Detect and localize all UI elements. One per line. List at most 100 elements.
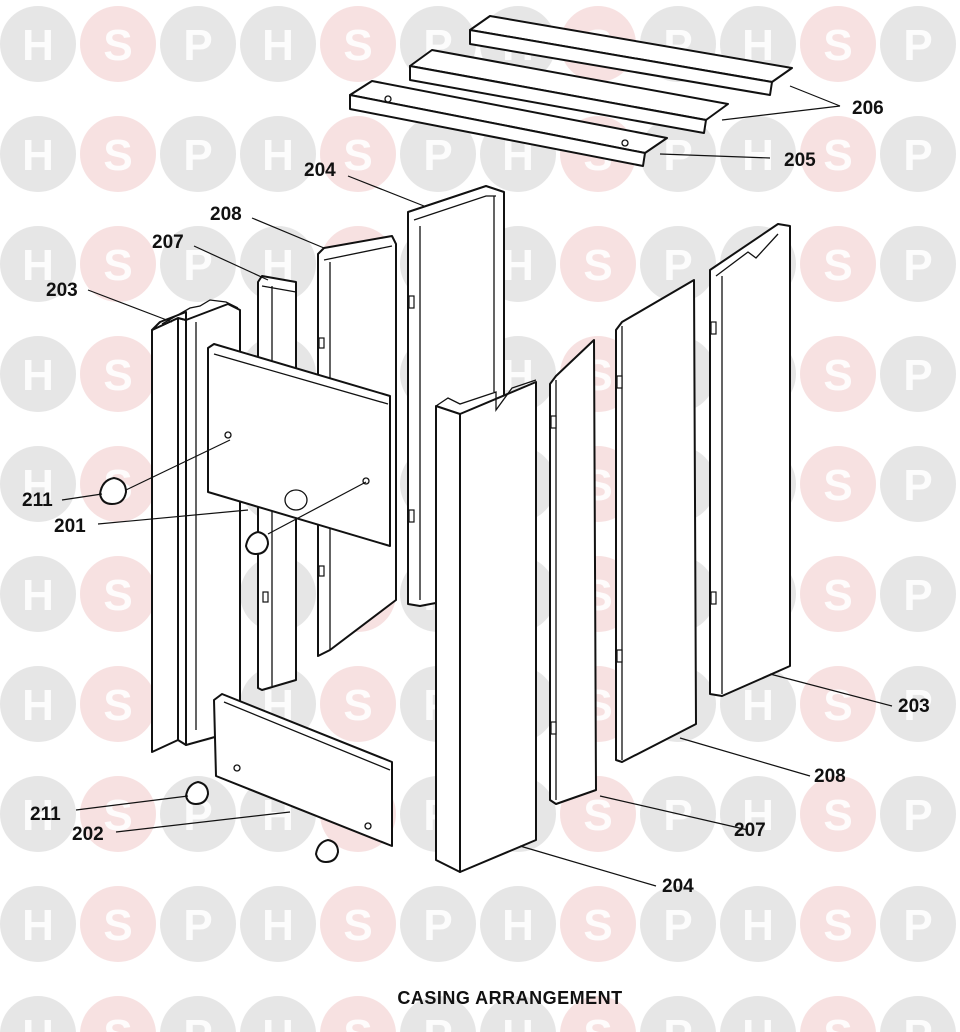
watermark-disc <box>880 336 956 412</box>
watermark-disc <box>160 996 236 1032</box>
watermark-disc <box>80 226 156 302</box>
watermark-letter: P <box>183 901 212 950</box>
watermark-letter: P <box>423 1011 452 1032</box>
watermark-letter: H <box>742 681 774 730</box>
watermark-disc <box>400 996 476 1032</box>
watermark-letter: S <box>103 131 132 180</box>
watermark-disc <box>560 886 636 962</box>
callout-203-right: 203 <box>898 696 930 717</box>
watermark-disc <box>400 116 476 192</box>
watermark-letter: P <box>183 241 212 290</box>
watermark-letter: H <box>502 1011 534 1032</box>
watermark-letter: S <box>103 571 132 620</box>
callout-202: 202 <box>72 824 104 845</box>
watermark-disc <box>800 6 876 82</box>
callout-203-left: 203 <box>46 280 78 301</box>
watermark-letter: P <box>903 461 932 510</box>
watermark-letter: S <box>823 681 852 730</box>
watermark-letter: S <box>823 571 852 620</box>
inner-panel-207-right <box>549 339 597 805</box>
callout-207-right: 207 <box>734 820 766 841</box>
watermark-disc <box>400 886 476 962</box>
watermark-letter: H <box>262 1011 294 1032</box>
watermark-letter: H <box>742 131 774 180</box>
watermark-disc <box>0 666 76 742</box>
watermark-letter: S <box>823 21 852 70</box>
watermark-disc <box>80 996 156 1032</box>
watermark-disc <box>320 886 396 962</box>
watermark-letter: H <box>742 901 774 950</box>
watermark-disc <box>80 776 156 852</box>
watermark-disc <box>880 556 956 632</box>
watermark-disc <box>80 886 156 962</box>
watermark-disc <box>320 116 396 192</box>
watermark-disc <box>240 116 316 192</box>
fixing-cap-211 <box>99 477 339 863</box>
watermark-disc <box>880 776 956 852</box>
watermark-disc <box>560 996 636 1032</box>
watermark-letter: P <box>183 131 212 180</box>
watermark-letter: H <box>22 1011 54 1032</box>
lower-panel-202 <box>213 693 393 847</box>
watermark-letter: P <box>903 21 932 70</box>
watermark-disc <box>880 666 956 742</box>
watermark-letter: S <box>823 131 852 180</box>
watermark-letter: H <box>22 901 54 950</box>
watermark-disc <box>0 996 76 1032</box>
watermark-disc <box>0 116 76 192</box>
watermark-disc <box>160 6 236 82</box>
watermark-disc <box>0 336 76 412</box>
watermark-letter: H <box>22 241 54 290</box>
watermark-letter: H <box>22 131 54 180</box>
watermark-letter: S <box>103 681 132 730</box>
watermark-letter: H <box>742 1011 774 1032</box>
watermark-letter: H <box>22 571 54 620</box>
watermark-letter: S <box>103 791 132 840</box>
watermark-disc <box>0 556 76 632</box>
watermark-disc <box>320 666 396 742</box>
watermark-letter: P <box>903 241 932 290</box>
watermark-letter: P <box>903 571 932 620</box>
callout-204-top: 204 <box>304 160 336 181</box>
watermark-letter: S <box>823 901 852 950</box>
watermark-letter: S <box>103 241 132 290</box>
watermark-letter: S <box>103 1011 132 1032</box>
watermark-disc <box>720 996 796 1032</box>
watermark-disc <box>560 226 636 302</box>
watermark-letter: S <box>103 901 132 950</box>
watermark-disc <box>800 116 876 192</box>
watermark-disc <box>240 886 316 962</box>
watermark-disc <box>480 886 556 962</box>
watermark-letter: P <box>903 351 932 400</box>
callout-211-lower: 211 <box>30 804 61 825</box>
watermark-letter: P <box>183 1011 212 1032</box>
watermark-disc <box>160 226 236 302</box>
watermark-disc <box>480 996 556 1032</box>
watermark-letter: P <box>423 131 452 180</box>
watermark-disc <box>800 886 876 962</box>
top-trim-206-front <box>409 49 729 134</box>
front-panel-201 <box>207 343 391 547</box>
watermark-letter: S <box>823 241 852 290</box>
top-trim-205 <box>349 80 668 167</box>
watermark-disc <box>160 886 236 962</box>
watermark-letter: H <box>502 901 534 950</box>
callout-208-right: 208 <box>814 766 846 787</box>
inner-panel-208-right <box>615 279 697 763</box>
watermark-letter: S <box>343 21 372 70</box>
watermark-disc <box>320 6 396 82</box>
watermark-disc <box>80 556 156 632</box>
corner-column-204-front <box>435 379 537 873</box>
watermark-disc <box>800 666 876 742</box>
callout-205: 205 <box>784 150 816 171</box>
watermark-letter: P <box>903 1011 932 1032</box>
watermark-letter: H <box>262 21 294 70</box>
watermark-letter: S <box>343 681 372 730</box>
watermark-letter: S <box>103 351 132 400</box>
watermark-letter: H <box>262 131 294 180</box>
watermark-disc <box>800 996 876 1032</box>
watermark-disc <box>0 776 76 852</box>
watermark-disc <box>160 116 236 192</box>
watermark-letter: P <box>903 131 932 180</box>
